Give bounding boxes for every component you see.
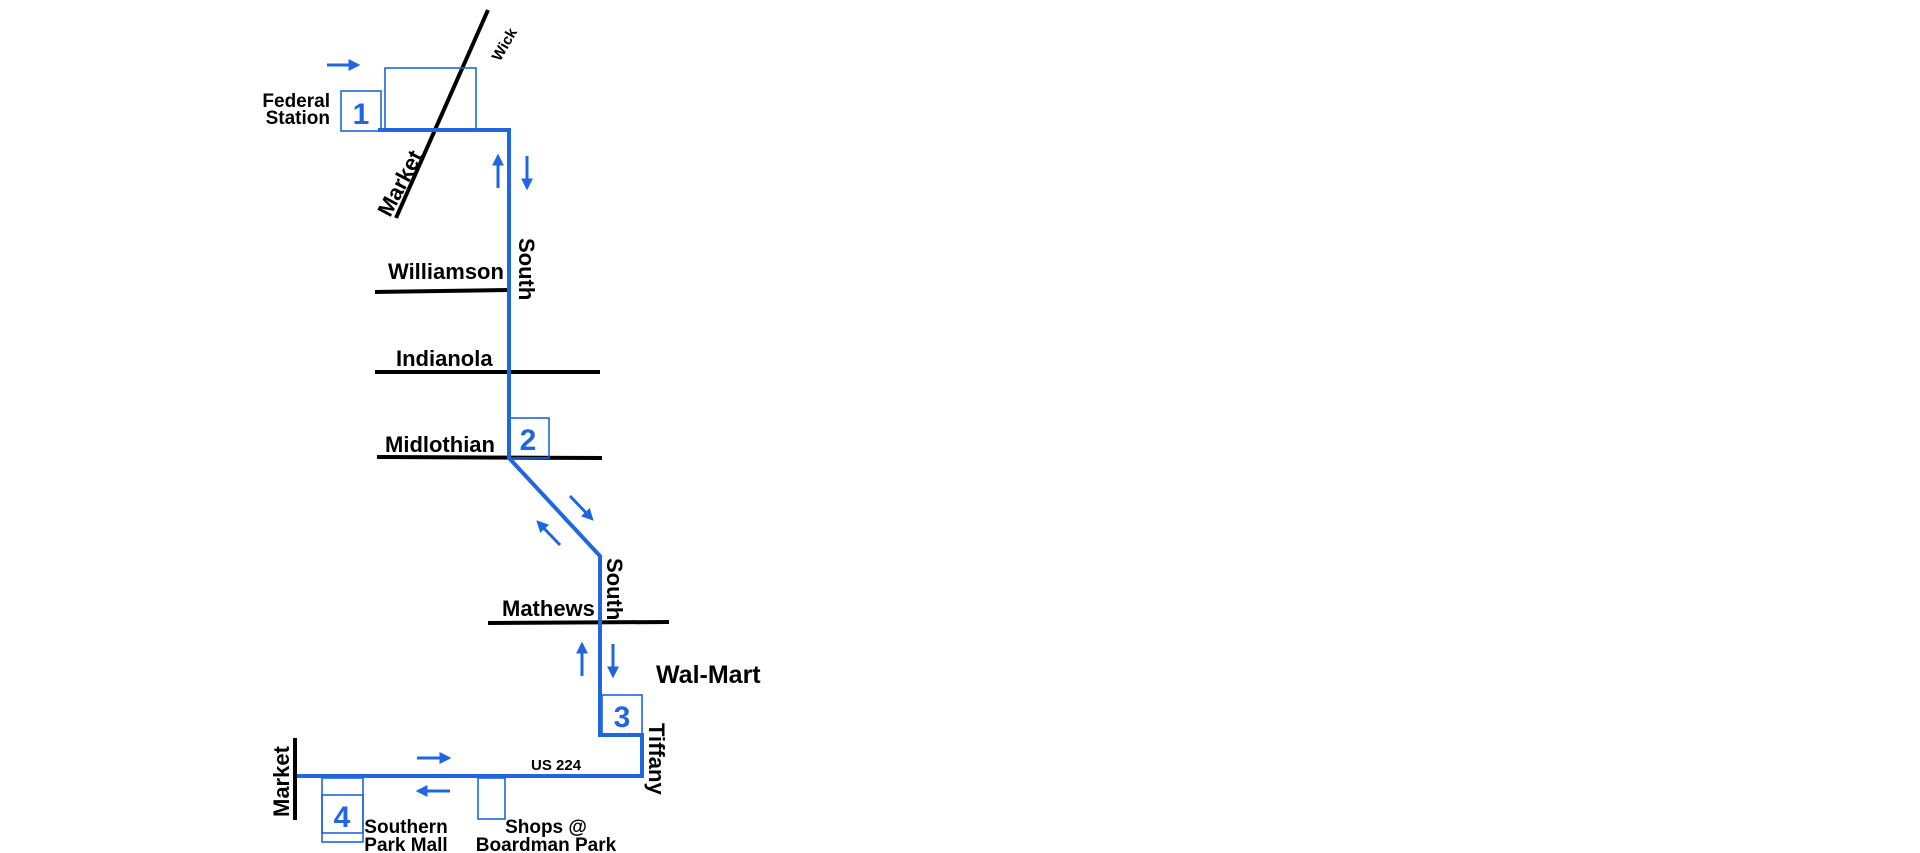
street-label-tiffany: Tiffany	[644, 723, 669, 795]
stop-2-number: 2	[520, 424, 537, 457]
stop-4-number: 4	[334, 801, 351, 834]
place-label-federal-station-2: Station	[266, 108, 330, 129]
street-midlothian	[376, 455, 603, 460]
place-label-southern-park-1: Southern	[364, 817, 447, 838]
bus-route-line	[297, 128, 644, 778]
federal-station-building	[384, 67, 477, 131]
stop-3-number: 3	[614, 701, 631, 734]
street-williamson	[374, 288, 511, 294]
stop-3-box	[601, 694, 643, 736]
street-label-wick: Wick	[489, 25, 521, 64]
street-label-williamson: Williamson	[388, 259, 504, 284]
arrow-down-right-icon	[568, 494, 594, 521]
street-label-south-lower: South	[602, 558, 627, 620]
street-label-market-north: Market	[372, 145, 428, 220]
place-label-federal-station-1: Federal	[262, 91, 330, 112]
street-wick-market	[394, 9, 490, 219]
street-label-midlothian: Midlothian	[385, 432, 495, 457]
stop-2-box	[508, 417, 550, 459]
street-label-mathews: Mathews	[502, 596, 595, 621]
place-label-walmart: Wal-Mart	[656, 661, 761, 689]
shops-boardman-park-building	[477, 777, 506, 820]
street-label-indianola: Indianola	[396, 346, 493, 371]
southern-park-mall-building	[321, 777, 364, 843]
stop-1-number: 1	[353, 98, 370, 131]
stop-1-box	[340, 90, 382, 132]
place-label-shops-2: Boardman Park	[476, 835, 617, 853]
street-label-us224: US 224	[531, 757, 582, 774]
street-mathews	[487, 620, 670, 625]
street-label-market-south: Market	[269, 745, 294, 817]
street-label-south-upper: South	[514, 238, 539, 300]
place-label-southern-park-2: Park Mall	[364, 835, 447, 853]
place-label-shops-1: Shops @	[505, 817, 587, 838]
arrow-up-left-icon	[536, 520, 562, 547]
